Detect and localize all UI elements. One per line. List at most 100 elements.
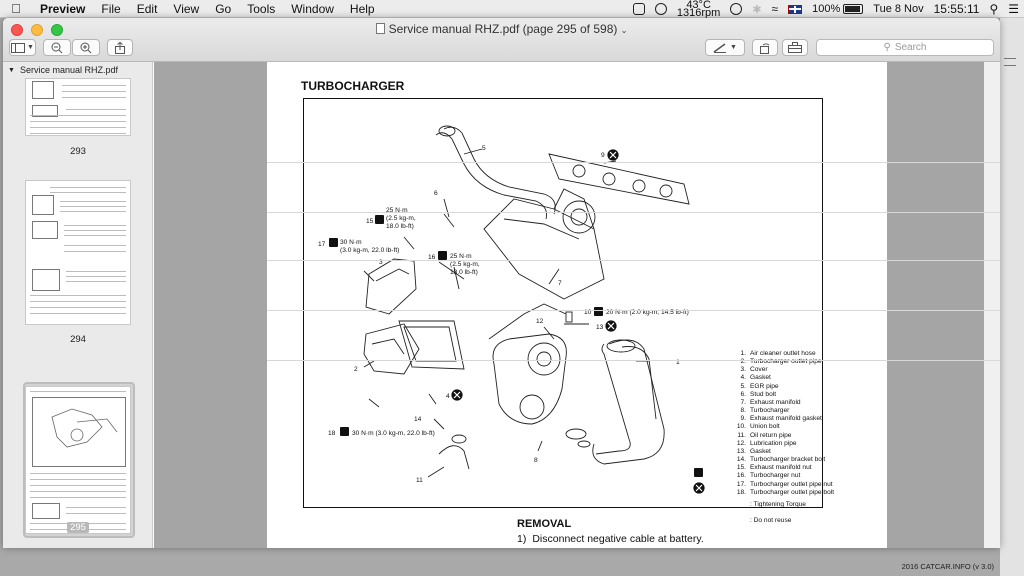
- markup-pen-button[interactable]: ▼: [705, 39, 745, 56]
- close-window-button[interactable]: [11, 24, 23, 36]
- legend-item: 16.Turbocharger nut: [736, 472, 801, 480]
- menu-view[interactable]: View: [173, 1, 200, 16]
- legend-tightening-torque: : Tightening Torque: [750, 500, 806, 508]
- torque-16-line2: (2.5 kg-m,: [450, 261, 480, 268]
- ghost-rule: [267, 162, 1000, 163]
- turbocharger-diagram: 5 9 6 15 17 16 3 7 10 12 13 1 2 4 14 18: [318, 125, 705, 494]
- zoom-out-button[interactable]: [43, 39, 71, 56]
- torque-17-line2: (3.0 kg-m, 22.0 lb-ft): [340, 247, 399, 254]
- page-thumbnail-294[interactable]: [25, 180, 131, 325]
- page-label-295-text: 295: [67, 522, 89, 533]
- legend-item: 10.Union bolt: [736, 423, 780, 431]
- search-placeholder: Search: [894, 42, 927, 53]
- callout-3: 3: [379, 259, 383, 266]
- menu-app-name[interactable]: Preview: [40, 1, 86, 16]
- rotate-button[interactable]: [752, 39, 778, 56]
- ghost-rule: [267, 260, 1000, 261]
- torque-15-line1: 25 N·m: [386, 207, 408, 214]
- callout-5: 5: [482, 145, 486, 152]
- apple-menu-icon[interactable]: : [0, 1, 32, 16]
- legend-item: 14.Turbocharger bracket bolt: [736, 456, 826, 464]
- spotlight-search-icon[interactable]: ⚲: [989, 2, 999, 16]
- callout-18: 18: [328, 430, 336, 437]
- callout-15: 15: [366, 218, 374, 225]
- preview-window: Service manual RHZ.pdf (page 295 of 598)…: [3, 18, 1000, 548]
- disclosure-triangle-icon[interactable]: ▼: [8, 66, 15, 74]
- share-icon: [115, 41, 125, 54]
- zoom-window-button[interactable]: [51, 24, 63, 36]
- battery-status[interactable]: 100%: [807, 3, 868, 15]
- menu-edit[interactable]: Edit: [136, 1, 158, 16]
- menu-window[interactable]: Window: [291, 1, 334, 16]
- zoom-in-button[interactable]: [72, 39, 100, 56]
- legend-item: 12.Lubrication pipe: [736, 439, 797, 447]
- page-thumbnail-295[interactable]: [25, 386, 131, 534]
- legend-item: 5.EGR pipe: [740, 382, 779, 390]
- list-icon: [1004, 58, 1016, 66]
- share-button[interactable]: [107, 39, 133, 56]
- sidebar-icon: [11, 42, 26, 53]
- page-label-295: 295: [3, 522, 153, 533]
- torque-15-line3: 18.0 lb-ft): [386, 223, 414, 230]
- callout-7: 7: [558, 280, 562, 287]
- uk-flag-icon[interactable]: [783, 4, 807, 14]
- callout-12: 12: [536, 318, 544, 325]
- legend-item: 4.Gasket: [740, 374, 771, 382]
- toolbox-button[interactable]: [782, 39, 808, 56]
- search-icon: ⚲: [883, 42, 891, 53]
- sidebar-toggle-button[interactable]: ▼: [9, 39, 36, 56]
- callout-1: 1: [676, 359, 680, 366]
- checkbox-status-icon[interactable]: [628, 3, 650, 15]
- pdf-page: TURBOCHARGER: [267, 62, 887, 548]
- menubar-date[interactable]: Tue 8 Nov: [873, 3, 924, 15]
- battery-icon: [843, 4, 864, 14]
- bluetooth-icon[interactable]: ✱: [752, 3, 762, 16]
- time-machine-icon[interactable]: [725, 3, 747, 15]
- search-field[interactable]: ⚲ Search: [816, 39, 994, 56]
- background-window-edge: [1000, 18, 1024, 576]
- callout-13: 13: [596, 324, 604, 331]
- menu-help[interactable]: Help: [349, 1, 375, 16]
- window-toolbar: Service manual RHZ.pdf (page 295 of 598)…: [3, 18, 1000, 62]
- vertical-scrollbar[interactable]: [984, 62, 1000, 548]
- window-controls: [11, 24, 63, 36]
- thumbnail-diagram-icon: [51, 408, 118, 448]
- zoom-in-icon: [80, 42, 92, 53]
- legend-do-not-reuse: : Do not reuse: [750, 516, 792, 524]
- page-thumbnail-293[interactable]: [25, 78, 131, 136]
- torque-16-line3: 18.0 lb-ft): [450, 269, 478, 276]
- rotate-icon: [760, 43, 770, 54]
- callout-17: 17: [318, 241, 326, 248]
- minimize-window-button[interactable]: [31, 24, 43, 36]
- title-chevron-down-icon[interactable]: ⌄: [620, 26, 628, 35]
- callout-4: 4: [446, 393, 450, 400]
- step-text: Disconnect negative cable at battery.: [532, 533, 704, 545]
- thumbnail-sidebar[interactable]: ▼ Service manual RHZ.pdf 293 294: [3, 62, 153, 548]
- fan-rpm-value: 1316rpm: [676, 7, 721, 19]
- removal-step-1: 1) Disconnect negative cable at battery.: [517, 533, 710, 545]
- notification-center-icon[interactable]: ☰: [1008, 2, 1019, 16]
- callout-14: 14: [414, 416, 422, 423]
- legend-item: 9.Exhaust manifold gasket: [740, 415, 822, 423]
- legend-item: 18.Turbocharger outlet pipe bolt: [736, 488, 835, 496]
- wifi-icon[interactable]: ≈: [771, 2, 779, 16]
- zoom-out-icon: [51, 42, 63, 53]
- callout-10: 10: [584, 309, 592, 316]
- menu-go[interactable]: Go: [215, 1, 232, 16]
- sidebar-document-header[interactable]: ▼ Service manual RHZ.pdf: [3, 62, 152, 78]
- temperature-value: 43°C: [686, 0, 711, 11]
- menubar-clock[interactable]: 15:55:11: [933, 2, 980, 16]
- torque-17-line1: 30 N·m: [340, 239, 362, 246]
- temperature-readout[interactable]: 43°C 1316rpm: [672, 0, 725, 19]
- skype-status-icon[interactable]: [650, 3, 672, 15]
- menu-tools[interactable]: Tools: [247, 1, 276, 16]
- step-number: 1): [517, 533, 527, 545]
- menu-file[interactable]: File: [101, 1, 121, 16]
- pen-icon: [713, 42, 727, 53]
- ghost-rule: [267, 212, 1000, 213]
- legend-item: 1.Air cleaner outlet hose: [740, 350, 816, 357]
- legend-item: 13.Gasket: [736, 447, 771, 455]
- window-title[interactable]: Service manual RHZ.pdf (page 295 of 598)…: [3, 22, 1000, 36]
- document-view[interactable]: TURBOCHARGER: [154, 62, 1000, 548]
- torque-10: 20 N·m (2.0 kg-m, 14.5 lb-ft): [606, 309, 689, 316]
